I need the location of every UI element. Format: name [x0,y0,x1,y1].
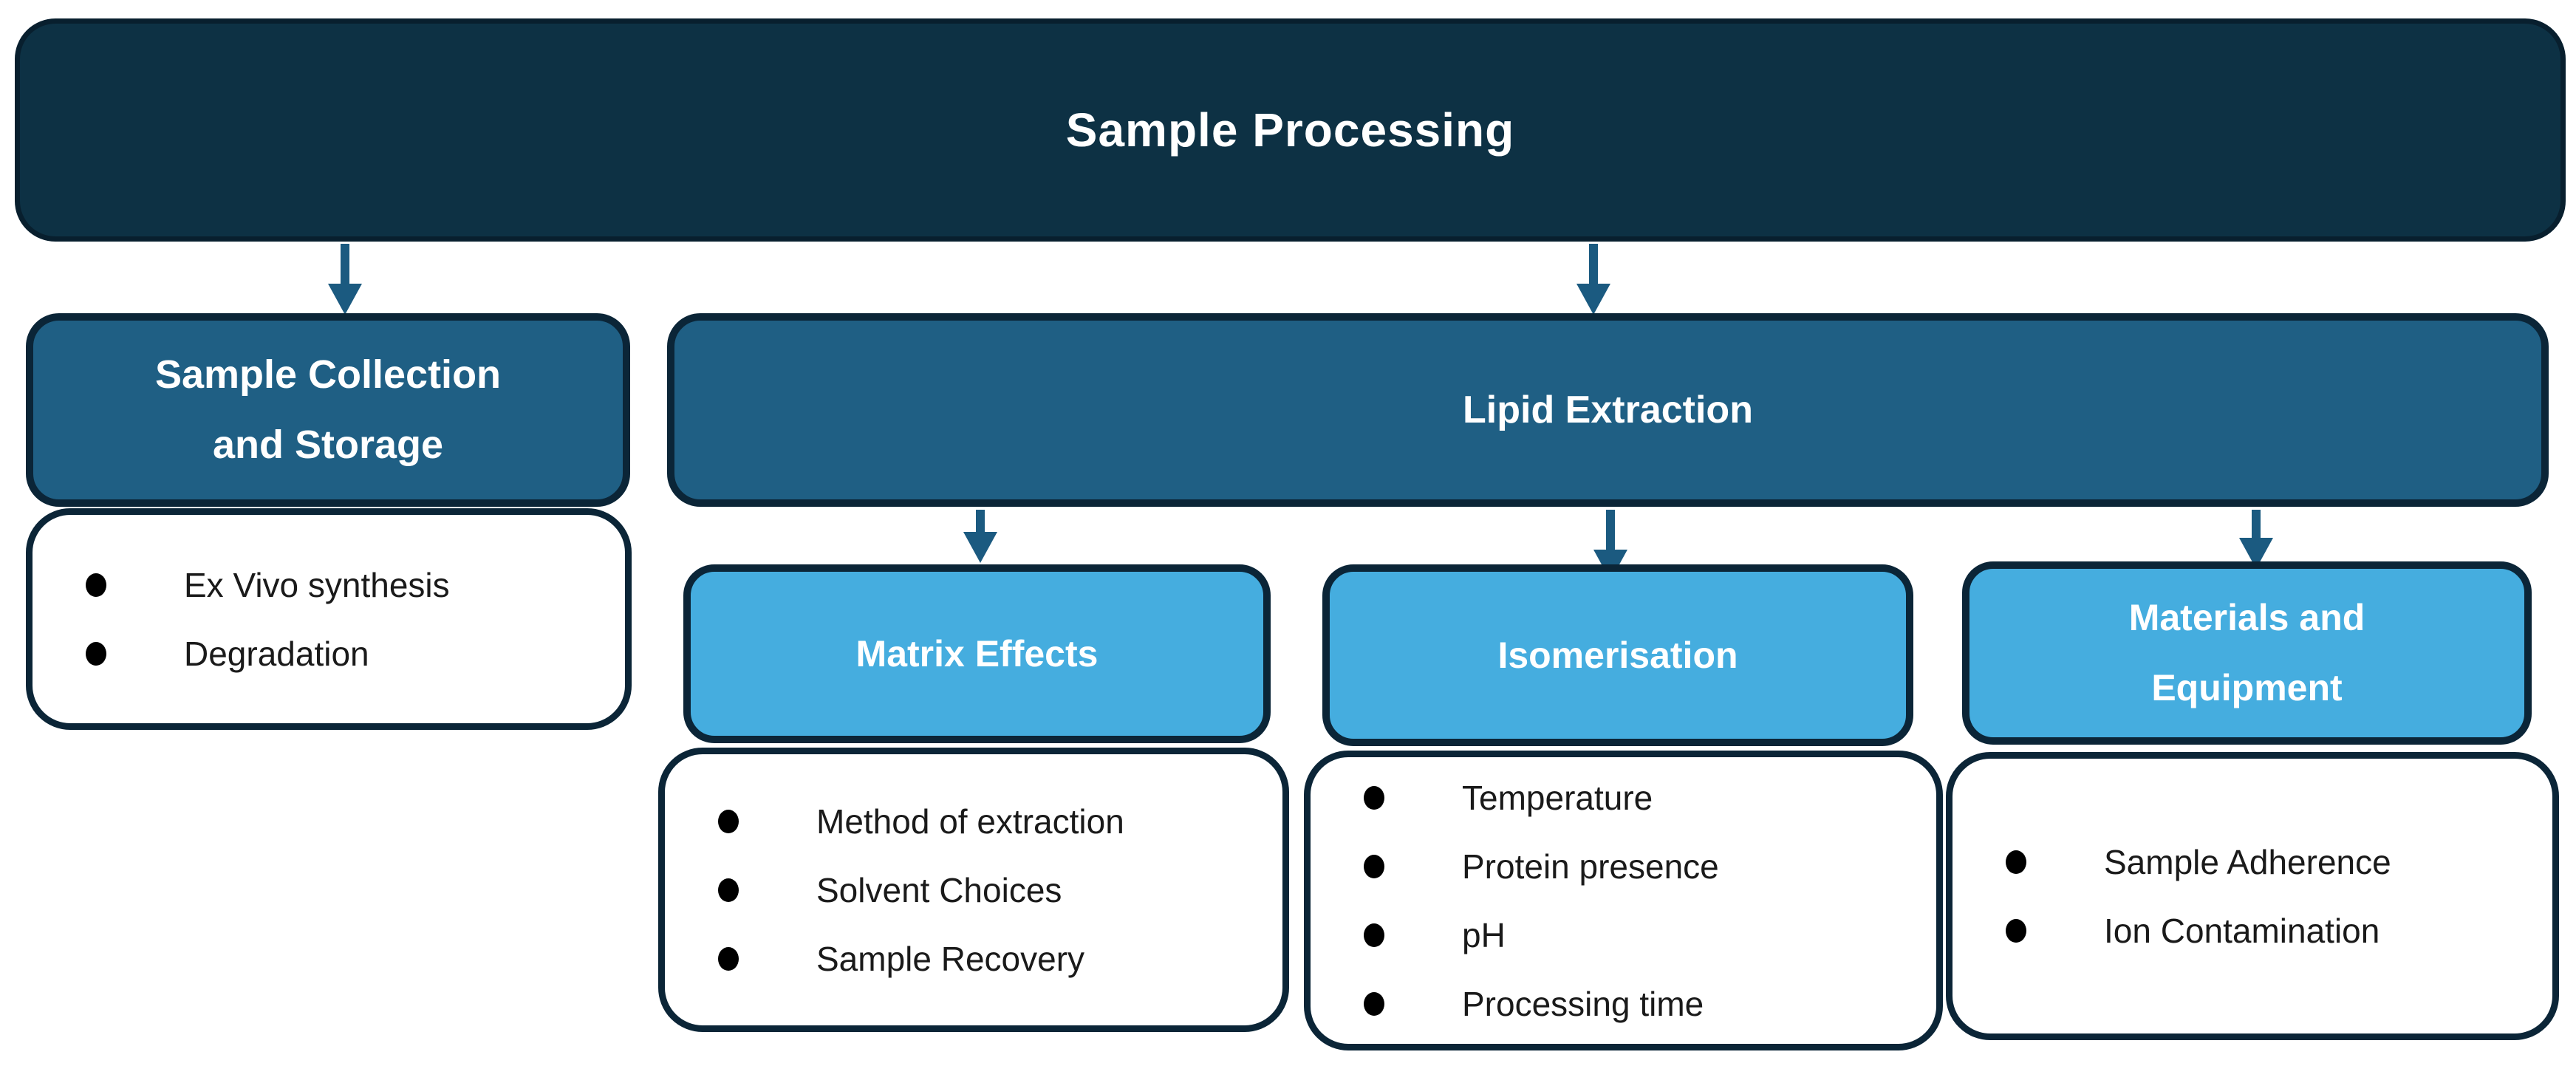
list-item: Solvent Choices [718,855,1268,924]
bullet-icon [718,809,739,833]
arrow-shaft [1606,510,1615,553]
bullet-icon [718,878,739,902]
list-item: Degradation [86,619,610,688]
arrow-down-icon [328,244,362,315]
node-label: Isomerisation [1497,635,1738,676]
list-item-text: Degradation [184,634,369,673]
list-item-text: Temperature [1462,778,1653,817]
bullet-icon [718,946,739,971]
node-materials-and-equipment: Materials and Equipment [1962,561,2532,745]
node-label: Sample Processing [1065,103,1515,157]
list-item: Temperature [1364,763,1921,832]
list-item-text: pH [1462,915,1506,954]
node-label-line: and Storage [212,423,444,467]
arrow-down-icon [2239,510,2273,569]
bullet-list: Method of extraction Solvent Choices Sam… [665,787,1282,993]
bullet-icon [1364,854,1384,878]
bullet-icon [2006,850,2026,874]
node-label: Lipid Extraction [1463,389,1753,431]
list-item: Protein presence [1364,832,1921,901]
arrow-head [963,532,997,563]
node-matrix-effects: Matrix Effects [683,564,1271,743]
list-item: pH [1364,901,1921,969]
node-isomerisation: Isomerisation [1322,564,1913,746]
bullet-icon [1364,923,1384,947]
bullet-list: Temperature Protein presence pH Processi… [1311,763,1936,1038]
list-item-text: Sample Recovery [816,939,1085,978]
list-item: Processing time [1364,969,1921,1038]
list-materials-equipment-bullets: Sample Adherence Ion Contamination [1946,752,2559,1040]
list-item-text: Ion Contamination [2104,911,2380,950]
list-matrix-effects-bullets: Method of extraction Solvent Choices Sam… [658,748,1289,1032]
arrow-down-icon [963,510,997,563]
list-isomerisation-bullets: Temperature Protein presence pH Processi… [1304,751,1943,1050]
list-item: Ex Vivo synthesis [86,550,610,619]
arrow-shaft [2252,510,2261,541]
node-label: Matrix Effects [855,633,1099,674]
bullet-icon [86,573,106,597]
bullet-icon [2006,918,2026,943]
bullet-icon [1364,785,1384,810]
list-item-text: Protein presence [1462,847,1719,886]
list-item: Method of extraction [718,787,1268,855]
list-item-text: Sample Adherence [2104,842,2391,881]
bullet-icon [86,641,106,666]
arrow-shaft [341,244,349,287]
node-label-line: Sample Collection [154,352,502,397]
node-label-line: Materials and [2128,597,2365,638]
arrow-head [1576,284,1610,315]
list-item-text: Method of extraction [816,802,1124,841]
list-item: Sample Adherence [2006,827,2538,896]
bullet-list: Sample Adherence Ion Contamination [1953,827,2552,965]
arrow-head [328,284,362,315]
node-sample-processing: Sample Processing [15,18,2566,242]
list-item-text: Processing time [1462,984,1704,1023]
list-sample-collection-bullets: Ex Vivo synthesis Degradation [26,508,632,730]
node-lipid-extraction: Lipid Extraction [667,313,2549,507]
bullet-list: Ex Vivo synthesis Degradation [33,550,625,688]
node-label-line: Equipment [2151,667,2343,708]
list-item: Ion Contamination [2006,896,2538,965]
arrow-down-icon [1576,244,1610,315]
bullet-icon [1364,991,1384,1016]
list-item-text: Ex Vivo synthesis [184,565,450,604]
arrow-shaft [1589,244,1598,287]
list-item: Sample Recovery [718,924,1268,993]
list-item-text: Solvent Choices [816,870,1062,909]
arrow-shaft [976,510,985,535]
node-sample-collection-and-storage: Sample Collection and Storage [26,313,630,507]
